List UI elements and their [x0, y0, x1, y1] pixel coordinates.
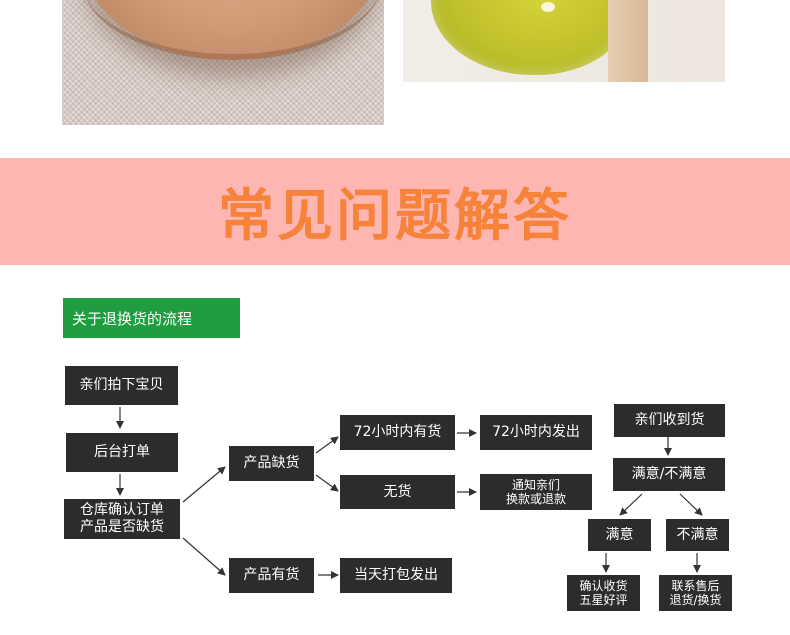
arrow-outofstock-to-nostock: [315, 474, 339, 492]
warehouse-line1: 仓库确认订单: [80, 502, 164, 518]
wood-stick: [608, 0, 648, 82]
flow-box-satisfied: 满意: [588, 519, 651, 551]
flow-box-confirm-receipt: 确认收货 五星好评: [567, 575, 640, 611]
flow-box-unsatisfied: 不满意: [666, 519, 729, 551]
flow-box-out-of-stock: 产品缺货: [229, 446, 314, 481]
flow-box-warehouse: 仓库确认订单 产品是否缺货: [64, 499, 180, 539]
notify-line2: 换款或退款: [505, 492, 566, 506]
confirm-line2: 五星好评: [579, 593, 628, 607]
flow-box-ship-today: 当天打包发出: [340, 558, 452, 593]
flow-box-order: 亲们拍下宝贝: [65, 366, 178, 405]
product-photo-wood-block: [62, 0, 384, 125]
arrow-satisfaction-to-satisfied: [619, 493, 643, 516]
page-title: 常见问题解答: [218, 184, 572, 249]
flow-box-in-stock: 产品有货: [229, 558, 314, 593]
flow-box-satisfaction: 满意/不满意: [613, 458, 725, 491]
flow-box-contact-service: 联系售后 退货/换货: [659, 575, 732, 611]
flow-box-ship-72h: 72小时内发出: [480, 415, 592, 450]
contact-line1: 联系售后: [671, 579, 720, 593]
oil-shine: [541, 2, 555, 12]
flow-box-backend: 后台打单: [66, 433, 178, 472]
warehouse-line2: 产品是否缺货: [80, 519, 164, 535]
section-tab-return-process: 关于退换货的流程: [63, 298, 240, 338]
flow-box-restock: 72小时内有货: [340, 415, 455, 450]
arrow-satisfaction-to-unsatisfied: [679, 493, 703, 516]
product-photo-oil: [403, 0, 725, 82]
arrow-outofstock-to-restock: [315, 436, 339, 454]
arrow-warehouse-to-outofstock: [182, 466, 226, 503]
flow-box-notify: 通知亲们 换款或退款: [480, 474, 592, 510]
confirm-line1: 确认收货: [579, 579, 628, 593]
flow-box-no-stock: 无货: [340, 475, 455, 509]
notify-line1: 通知亲们: [511, 478, 560, 492]
arrow-warehouse-to-instock: [182, 537, 226, 576]
contact-line2: 退货/换货: [669, 593, 722, 607]
faq-banner: 常见问题解答: [0, 158, 790, 265]
flow-box-received: 亲们收到货: [614, 404, 725, 437]
wood-block-edge: [82, 0, 382, 60]
